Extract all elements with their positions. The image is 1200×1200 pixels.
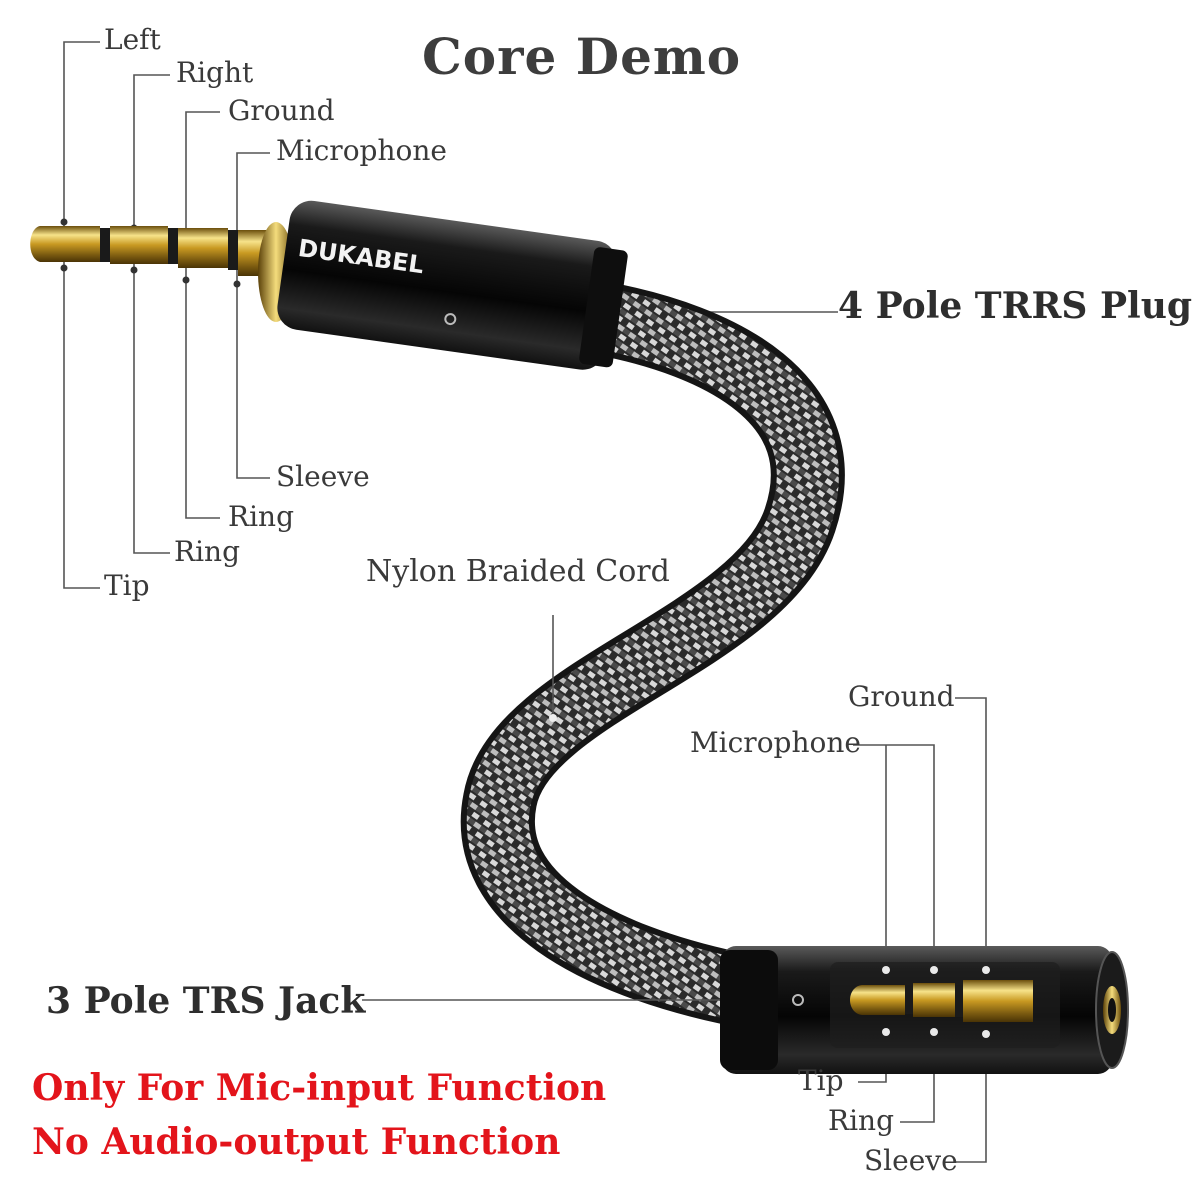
plug-label-ring-1: Ring	[174, 535, 240, 568]
jack-label-ring: Ring	[828, 1104, 894, 1137]
plug-label-sleeve: Sleeve	[276, 460, 370, 493]
plug-label-left: Left	[104, 23, 161, 56]
plug-name: 4 Pole TRRS Plug	[838, 285, 1193, 327]
nylon-braid	[467, 287, 839, 1019]
cord-name: Nylon Braided Cord	[366, 554, 670, 589]
plug-label-microphone: Microphone	[276, 134, 447, 167]
plug-label-ring-2: Ring	[228, 500, 294, 533]
jack-label-ground: Ground	[848, 680, 955, 713]
plug-housing	[277, 200, 628, 370]
trrs-pin	[30, 222, 294, 322]
cord-marker-dot	[549, 714, 557, 722]
jack-label-sleeve: Sleeve	[864, 1144, 958, 1177]
plug-label-right: Right	[176, 56, 254, 89]
diagram-title: Core Demo	[422, 27, 742, 86]
trs-jack	[720, 946, 1129, 1074]
jack-leader-lines	[362, 615, 987, 1163]
jack-label-microphone: Microphone	[690, 726, 861, 759]
jack-label-tip: Tip	[798, 1064, 844, 1097]
plug-label-tip: Tip	[104, 569, 150, 602]
warning-no-audio-output: No Audio-output Function	[32, 1121, 561, 1163]
jack-name: 3 Pole TRS Jack	[46, 980, 366, 1022]
plug-label-ground: Ground	[228, 94, 335, 127]
warning-mic-input: Only For Mic-input Function	[32, 1067, 607, 1109]
